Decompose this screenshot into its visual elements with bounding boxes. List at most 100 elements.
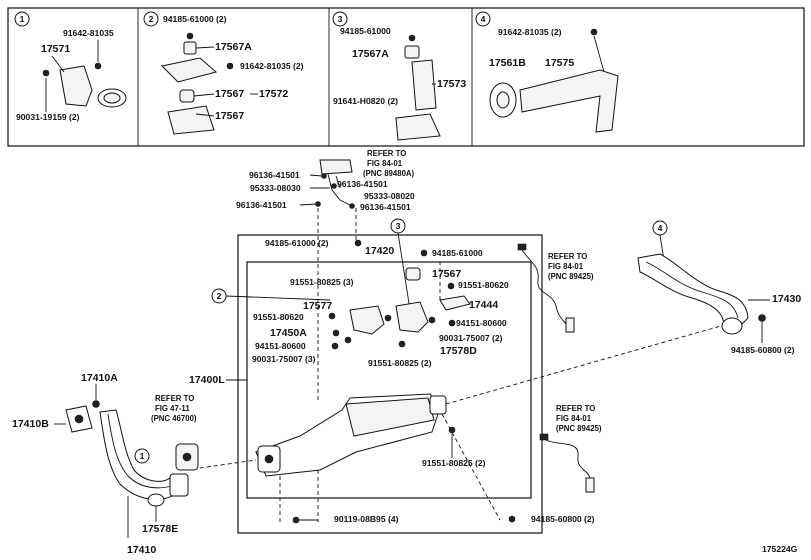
sensor-wire xyxy=(521,249,571,331)
part-label: 91642-81035 (2) xyxy=(498,27,562,37)
hanger-rubber xyxy=(147,493,165,507)
part-label: 17575 xyxy=(545,57,574,69)
callout-circle xyxy=(332,11,348,27)
gasket-hole xyxy=(74,414,84,424)
callout-circle xyxy=(475,11,491,27)
callout-circle xyxy=(14,11,30,27)
part-label: 96136-41501 xyxy=(236,200,287,210)
part-label: 17567A xyxy=(215,41,252,53)
inset-panel-1: 1 91642-81035 17571 90031-19159 (2) xyxy=(14,11,127,122)
refer-text: REFER TO xyxy=(556,404,595,413)
nut-icon xyxy=(354,239,362,247)
refer-text: (PNC 89425) xyxy=(556,424,602,433)
callout-number: 2 xyxy=(149,14,154,24)
part-label: 90031-75007 (3) xyxy=(252,354,316,364)
top-hanger-group: REFER TO FIG 84-01 (PNC 89480A) 96136-41… xyxy=(236,149,415,340)
bolt-icon xyxy=(94,62,102,70)
sensor-port xyxy=(182,452,192,462)
clip-icon xyxy=(349,203,355,209)
part-label: 17578D xyxy=(440,345,477,357)
bolt-icon xyxy=(344,336,352,344)
nut-icon xyxy=(420,249,428,257)
refer-text: FIG 84-01 xyxy=(556,414,592,423)
nut-icon xyxy=(332,329,340,337)
part-label: 17444 xyxy=(469,299,498,311)
part-label: 17578E xyxy=(142,523,178,535)
sensor-connector xyxy=(517,243,527,251)
oxygen-sensor-bottom: REFER TO FIG 84-01 (PNC 89425) xyxy=(539,404,602,493)
part-label: 17400L xyxy=(189,374,225,386)
cushion-17567 xyxy=(405,267,421,281)
bolt-icon xyxy=(398,340,406,348)
part-label: 90031-19159 (2) xyxy=(16,112,80,122)
leader-line xyxy=(397,232,411,311)
bracket-17444 xyxy=(439,295,471,311)
part-label: 91551-80825 (2) xyxy=(422,458,486,468)
part-label: 94185-61000 (2) xyxy=(163,14,227,24)
part-label: 17410B xyxy=(12,418,49,430)
outer-group-frame xyxy=(237,234,543,534)
nut-icon xyxy=(92,400,100,408)
hanger-rod xyxy=(335,175,341,189)
outlet-flange xyxy=(429,395,447,415)
hanger-bracket xyxy=(319,159,353,175)
nut-icon xyxy=(758,314,766,322)
nut-icon xyxy=(186,32,194,40)
tail-pipe-group: 4 17430 94185-60800 (2) xyxy=(637,220,801,355)
callout-number: 3 xyxy=(338,14,343,24)
converter-body xyxy=(345,397,435,437)
part-label: 91551-80620 xyxy=(253,312,304,322)
nut-icon xyxy=(331,342,339,350)
leader-line xyxy=(193,93,215,97)
inset-panel-3: 3 94185-61000 17567A 17573 91641-H0820 (… xyxy=(332,11,466,141)
main-group: 94185-61000 (2) 17420 94185-61000 17567 … xyxy=(185,218,743,534)
bolt-icon xyxy=(328,312,336,320)
bolt-icon xyxy=(384,314,392,322)
part-label: 91641-H0820 (2) xyxy=(333,96,398,106)
oxygen-sensor-top: REFER TO FIG 84-01 (PNC 89425) xyxy=(517,243,594,333)
bracket-lower xyxy=(395,113,441,141)
nut-icon xyxy=(448,319,456,327)
refer-text: (PNC 89425) xyxy=(548,272,594,281)
part-label: 94151-80600 xyxy=(456,318,507,328)
inset-panel-4: 4 91642-81035 (2) 17561B 17575 xyxy=(475,11,619,133)
inset-panels: 1 91642-81035 17571 90031-19159 (2) 2 94… xyxy=(7,7,805,147)
hanger-rod xyxy=(327,173,353,207)
part-label: 94185-61000 (2) xyxy=(265,238,329,248)
hanger-rubber-inner xyxy=(496,91,510,109)
bolt-icon xyxy=(42,69,50,77)
sensor-body xyxy=(565,317,575,333)
part-label: 17572 xyxy=(259,88,288,100)
refer-text: FIG 84-01 xyxy=(548,262,584,271)
cushion-17567A xyxy=(404,45,420,59)
bolt-icon xyxy=(428,316,436,324)
callout-number: 4 xyxy=(481,14,486,24)
leader-line xyxy=(195,113,215,117)
part-label: 17577 xyxy=(303,300,332,312)
clip-icon xyxy=(321,173,327,179)
callout-number: 1 xyxy=(20,14,25,24)
nut-icon xyxy=(508,515,516,523)
part-label: 94185-61000 xyxy=(340,26,391,36)
part-label: 91642-81035 xyxy=(63,28,114,38)
part-label: 17567A xyxy=(352,48,389,60)
part-label: 94185-60800 (2) xyxy=(731,345,795,355)
sensor-wire xyxy=(545,439,591,481)
refer-text: FIG 84-01 xyxy=(367,159,403,168)
clip-icon xyxy=(315,201,321,207)
part-label: 91551-80825 (3) xyxy=(290,277,354,287)
part-label: 17430 xyxy=(772,293,801,305)
inset-panel-2: 2 94185-61000 (2) 17567A 91642-81035 (2)… xyxy=(143,11,304,135)
dashed-leader xyxy=(445,319,743,405)
part-label: 91642-81035 (2) xyxy=(240,61,304,71)
part-label: 90119-08B95 (4) xyxy=(334,514,399,524)
dashed-leader xyxy=(441,413,501,521)
part-label: 94151-80600 xyxy=(255,341,306,351)
leader-line xyxy=(593,35,605,73)
part-label: 17410 xyxy=(127,544,156,556)
leader-line xyxy=(299,203,317,206)
diagram-code: 175224G xyxy=(762,544,798,554)
refer-text: REFER TO xyxy=(367,149,406,158)
cushion-17567 xyxy=(179,89,195,103)
callout-circle xyxy=(134,448,150,464)
